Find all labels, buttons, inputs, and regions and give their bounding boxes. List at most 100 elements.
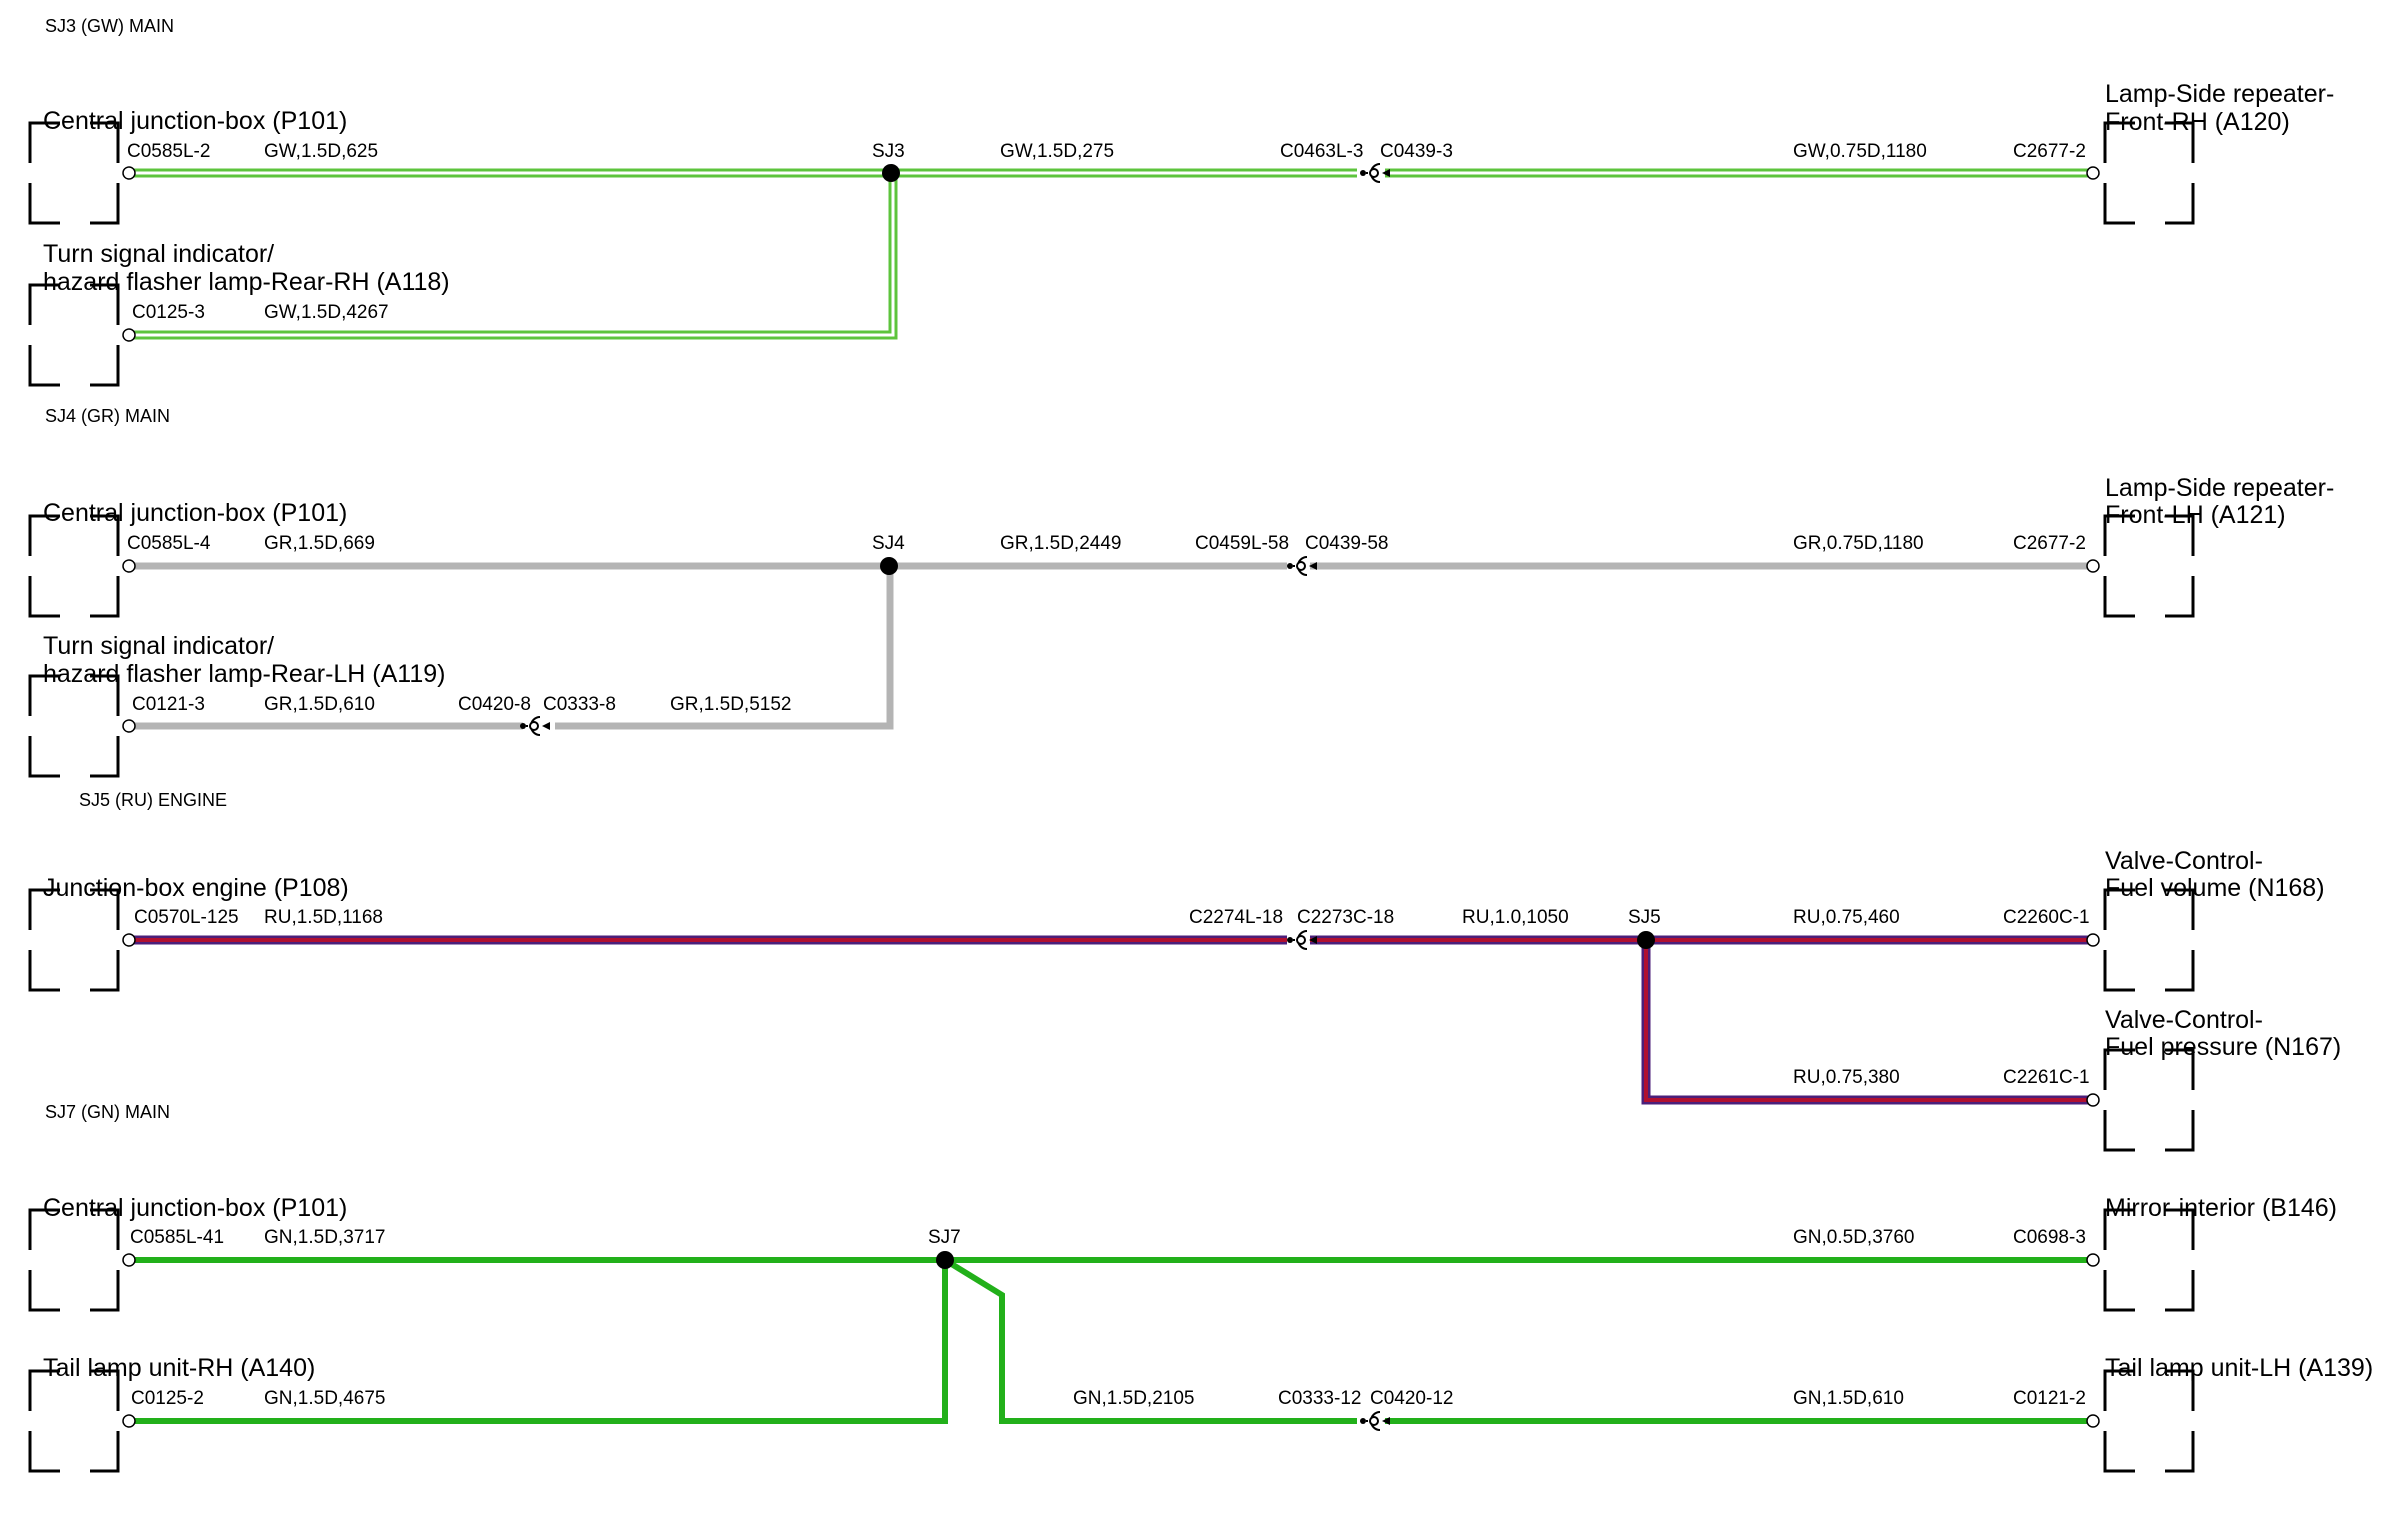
splice-node-icon — [882, 164, 900, 182]
inline-connector-icon — [1360, 1411, 1390, 1431]
wire-gn-main — [128, 1257, 2094, 1424]
plug-icon — [2103, 1208, 2195, 1312]
connector-female-label: C0439-3 — [1380, 141, 1453, 162]
pin-label: C2260C-1 — [2003, 907, 2090, 928]
wire-label: GN,1.5D,610 — [1793, 1388, 1904, 1409]
component-label: Mirror-interior (B146) — [2105, 1194, 2337, 1222]
component-label: Tail lamp unit-LH (A139) — [2105, 1354, 2373, 1382]
plug-icon — [2103, 514, 2195, 618]
splice-node-icon — [936, 1251, 954, 1269]
component-junction-box-engine: Junction-box engine (P108) C0570L-125 — [28, 874, 349, 992]
terminal-icon — [2086, 559, 2100, 573]
component-valve-fuel-pressure: Valve-Control- Fuel pressure (N167) C226… — [2003, 1006, 2341, 1152]
section-title: SJ7 (GN) MAIN — [45, 1102, 170, 1122]
pin-label: C0585L-4 — [127, 533, 211, 554]
plug-icon — [28, 1369, 120, 1473]
pin-label: C2261C-1 — [2003, 1067, 2090, 1088]
wire-label: GW,0.75D,1180 — [1793, 141, 1927, 162]
section-title: SJ4 (GR) MAIN — [45, 406, 170, 426]
terminal-icon — [122, 933, 136, 947]
terminal-icon — [122, 166, 136, 180]
connector-female-label: C2273C-18 — [1297, 907, 1394, 928]
splice-label: SJ4 — [872, 533, 905, 554]
component-lamp-side-repeater-front-rh: Lamp-Side repeater- Front-RH (A120) C267… — [2013, 80, 2334, 225]
plug-icon — [28, 888, 120, 992]
wire-label: GR,1.5D,610 — [264, 694, 375, 715]
connector-male-label: C0333-12 — [1278, 1388, 1361, 1409]
plug-icon — [2103, 121, 2195, 225]
component-central-junction-box: Central junction-box (P101) C0585L-4 — [28, 499, 347, 618]
component-label: Valve-Control- — [2105, 1006, 2263, 1034]
plug-icon — [28, 1208, 120, 1312]
component-turn-signal-rear-rh: Turn signal indicator/ hazard flasher la… — [28, 240, 450, 387]
component-label: Fuel volume (N168) — [2105, 874, 2325, 902]
component-valve-fuel-volume: Valve-Control- Fuel volume (N168) C2260C… — [2003, 847, 2325, 992]
wire-label: GR,1.5D,669 — [264, 533, 375, 554]
pin-label: C0570L-125 — [134, 907, 239, 928]
component-label: Junction-box engine (P108) — [43, 874, 349, 902]
component-label: Turn signal indicator/ — [43, 240, 274, 268]
wire-label: GW,1.5D,275 — [1000, 141, 1114, 162]
plug-icon — [28, 514, 120, 618]
component-label: Central junction-box (P101) — [43, 499, 347, 527]
wire-label: RU,1.0,1050 — [1462, 907, 1569, 928]
terminal-icon — [122, 1414, 136, 1428]
pin-label: C0585L-41 — [130, 1227, 224, 1248]
terminal-icon — [2086, 1253, 2100, 1267]
wire-label: RU,1.5D,1168 — [264, 907, 383, 928]
pin-label: C0585L-2 — [127, 141, 210, 162]
plug-icon — [2103, 1369, 2195, 1473]
wire-label: GR,1.5D,2449 — [1000, 533, 1121, 554]
splice-node-icon — [880, 557, 898, 575]
plug-icon — [28, 674, 120, 778]
wire-label: RU,0.75,460 — [1793, 907, 1900, 928]
component-label: hazard flasher lamp-Rear-LH (A119) — [43, 660, 445, 688]
pin-label: C2677-2 — [2013, 533, 2086, 554]
wire-label: RU,0.75,380 — [1793, 1067, 1900, 1088]
connector-female-label: C0439-58 — [1305, 533, 1388, 554]
splice-node-icon — [1637, 931, 1655, 949]
component-label: Front-LH (A121) — [2105, 501, 2286, 529]
component-label: Front-RH (A120) — [2105, 108, 2290, 136]
component-label: Lamp-Side repeater- — [2105, 80, 2334, 108]
pin-label: C0125-3 — [132, 302, 205, 323]
plug-icon — [2103, 1048, 2195, 1152]
pin-label: C0698-3 — [2013, 1227, 2086, 1248]
inline-connector-icon — [1360, 163, 1390, 183]
component-tail-lamp-unit-lh: Tail lamp unit-LH (A139) C0121-2 — [2013, 1354, 2373, 1473]
component-lamp-side-repeater-front-lh: Lamp-Side repeater- Front-LH (A121) C267… — [2013, 474, 2334, 618]
terminal-icon — [2086, 1414, 2100, 1428]
wire-label: GR,1.5D,5152 — [670, 694, 791, 715]
wire-gr-main — [128, 562, 2094, 730]
splice-label: SJ5 — [1628, 907, 1661, 928]
connector-male-label: C2274L-18 — [1189, 907, 1283, 928]
terminal-icon — [2086, 1093, 2100, 1107]
inline-connector-icon — [1287, 556, 1317, 576]
component-tail-lamp-unit-rh: Tail lamp unit-RH (A140) C0125-2 — [28, 1354, 315, 1473]
terminal-icon — [2086, 166, 2100, 180]
inline-connector-icon — [1287, 930, 1317, 950]
component-label: Lamp-Side repeater- — [2105, 474, 2334, 502]
component-label: Tail lamp unit-RH (A140) — [43, 1354, 315, 1382]
terminal-icon — [122, 719, 136, 733]
wire-label: GN,1.5D,3717 — [264, 1227, 385, 1248]
plug-icon — [28, 121, 120, 225]
section-title: SJ5 (RU) ENGINE — [79, 790, 227, 810]
section-sj5: SJ5 (RU) ENGINE Junction-box engine (P10… — [28, 790, 2341, 1152]
wire-label: GN,1.5D,2105 — [1073, 1388, 1194, 1409]
wire-label: GN,0.5D,3760 — [1793, 1227, 1914, 1248]
component-central-junction-box: Central junction-box (P101) C0585L-41 — [28, 1194, 347, 1312]
connector-male-label: C0463L-3 — [1280, 141, 1363, 162]
connector-female-label: C0420-12 — [1370, 1388, 1453, 1409]
wire-gw-main — [128, 168, 2094, 340]
component-central-junction-box: Central junction-box (P101) C0585L-2 — [28, 107, 347, 225]
section-sj4: SJ4 (GR) MAIN Central junction-box (P101… — [28, 406, 2334, 778]
pin-label: C2677-2 — [2013, 141, 2086, 162]
section-sj7: SJ7 (GN) MAIN Central junction-box (P101… — [28, 1102, 2373, 1473]
wire-label: GR,0.75D,1180 — [1793, 533, 1924, 554]
section-sj3: SJ3 (GW) MAIN Central junction-box (P101… — [28, 16, 2334, 387]
terminal-icon — [2086, 933, 2100, 947]
connector-male-label: C0459L-58 — [1195, 533, 1289, 554]
wire-label: GN,1.5D,4675 — [264, 1388, 385, 1409]
